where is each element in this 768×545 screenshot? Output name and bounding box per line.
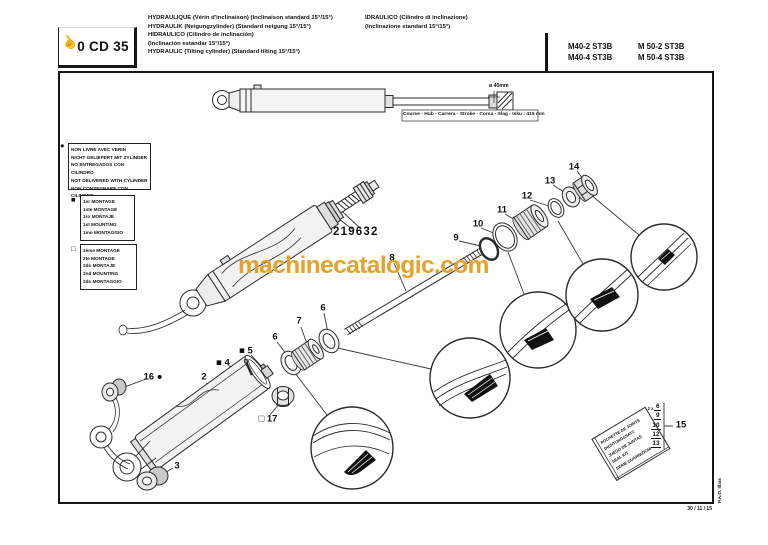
legend-line: 2nd MOUNTING [83, 271, 119, 277]
seal-parts [478, 174, 598, 261]
legend-line: NO ENTREGADOS CON CILINDRO [71, 162, 125, 176]
legend-not-delivered: NON LIVRE AVEC VERIN NICHT GELIEFERT MIT … [68, 143, 151, 198]
callout-14: 14 [568, 161, 580, 173]
legend-line: 2do MONTAGGIO [83, 278, 122, 284]
upper-link-curves [118, 309, 188, 336]
legend-filled-square-marker: ■ [71, 195, 76, 204]
legend-dot-marker: ● [60, 141, 65, 150]
nut-14 [572, 174, 598, 202]
title-line: HYDRAULIC (Tilting cylinder) (Standard t… [148, 49, 300, 56]
callout-13: 13 [544, 175, 556, 187]
callout-10: 10 [472, 218, 484, 230]
legend-line: 1er MONTAGE [83, 199, 115, 204]
bushing-3 [136, 466, 169, 491]
washer-6-right [318, 328, 340, 354]
detail-circle-a [310, 406, 394, 490]
detail-circle-c [499, 291, 577, 369]
callout-6b: 6 [320, 302, 326, 314]
diameter-label: ø 40mm [489, 83, 509, 89]
title-block-right: IDRAULICO (Cilindro di inclinazione) (Inc… [365, 14, 545, 31]
callout-2: 2 [201, 371, 207, 383]
legend-line: 1st MOUNTING [83, 222, 117, 228]
watermark-text: machinecatalogic.com [238, 252, 489, 279]
title-block-left: HYDRAULIQUE (Vérin d'inclinaison) (Incli… [148, 14, 360, 57]
nut-17 [271, 386, 295, 407]
seal-kit-item: 9 [654, 412, 661, 421]
legend-line: 2ème MONTAGE [83, 248, 120, 253]
seal-kit-box [591, 406, 671, 482]
ring-12 [547, 198, 565, 218]
callout-11: 11 [496, 204, 508, 216]
bushing-16 [101, 378, 127, 402]
title-line: HIDRAULICO (Cilindro de inclinación) [148, 32, 254, 39]
detail-circle-d [565, 258, 639, 332]
legend-line: 1mo MONTAGGIO [83, 229, 124, 235]
model-name: M 50-4 ST3B [638, 52, 685, 62]
callout-4: ■ 4 [216, 357, 230, 369]
callout-15: 15 [675, 419, 687, 431]
callout-7: 7 [296, 315, 302, 327]
lower-eye-and-link [89, 397, 157, 482]
legend-line: 2te MONTAGE [83, 255, 115, 261]
stroke-length-label: Course - Hub - Carrera - Stroke - Corsa … [403, 111, 545, 117]
model-list: M40-2 ST3B M 50-2 ST3B M40-4 ST3B M 50-4… [568, 42, 684, 62]
page-code: 0 CD 35 [77, 39, 129, 54]
fitting-5 [259, 363, 274, 380]
header-divider [545, 33, 548, 71]
gland-11 [512, 204, 549, 241]
title-line: HYDRAULIQUE (Vérin d'inclinaison) (Incli… [148, 15, 333, 21]
detail-circle-e [630, 223, 698, 291]
legend-line: NICHT GELIEFERT MIT ZYLINDER [71, 154, 148, 160]
legend-first-mounting: 1er MONTAGE 1ste MONTAGE 1ro MONTAJE 1st MO… [80, 195, 135, 241]
callout-6a: 6 [272, 331, 278, 343]
piston-7 [291, 338, 324, 371]
legend-empty-square-marker: □ [71, 244, 76, 253]
o-ring-9 [478, 237, 500, 261]
revision-date: 30 / 11 / 15 [687, 505, 712, 512]
ring-10 [492, 222, 518, 252]
callout-16: 16 ● [143, 371, 163, 383]
callout-5: ■ 5 [239, 345, 253, 357]
callout-12: 12 [521, 190, 533, 202]
detail-circle-b [429, 337, 511, 419]
seal-kit-item: 12 [650, 430, 661, 439]
lower-cylinder-tube [129, 354, 271, 472]
model-name: M 50-2 ST3B [638, 42, 685, 51]
legend-line: 1ro MONTAJE [83, 214, 115, 220]
legend-line: NOT DELIVERED WITH CYLINDER [71, 177, 148, 183]
washer-13 [561, 186, 581, 208]
part-number: 219632 [333, 226, 379, 238]
model-name: M40-2 ST3B [568, 42, 613, 51]
callout-3: 3 [174, 460, 180, 472]
overview-cylinder-drawing [212, 84, 539, 122]
title-line: (Inclinación estandar 15°/15°) [148, 40, 230, 47]
model-name: M40-4 ST3B [568, 52, 613, 62]
legend-line: 1ste MONTAGE [83, 206, 118, 212]
callout-9: 9 [453, 232, 459, 244]
callout-8: 8 [389, 252, 395, 264]
drawing-frame [58, 71, 714, 504]
legend-line: 2do MONTAJE [83, 263, 116, 269]
seal-kit-item: 10 [650, 421, 661, 430]
page-code-tab: ☝ 0 CD 35 [58, 27, 137, 68]
title-line: IDRAULICO (Cilindro di inclinazione) [365, 15, 468, 21]
legend-line: NON LIVRE AVEC VERIN [71, 147, 126, 152]
callout-17: □ 17 [258, 413, 278, 425]
pin-4 [243, 358, 254, 376]
title-line: (Inclinazione standard 15°/15°) [365, 23, 451, 30]
upper-cylinder-assembly [179, 179, 380, 317]
seal-kit-bracket [663, 403, 673, 449]
legend-second-mounting: 2ème MONTAGE 2te MONTAGE 2do MONTAJE 2nd MO… [80, 244, 137, 290]
rod-shaft-8 [344, 248, 483, 336]
seal-kit-item: 13 [650, 439, 661, 448]
title-line: HYDRAULIK (Neigungzylinder) (Standard ne… [148, 23, 311, 30]
drafter-credit: P.A.O. Ilbas [717, 478, 722, 503]
